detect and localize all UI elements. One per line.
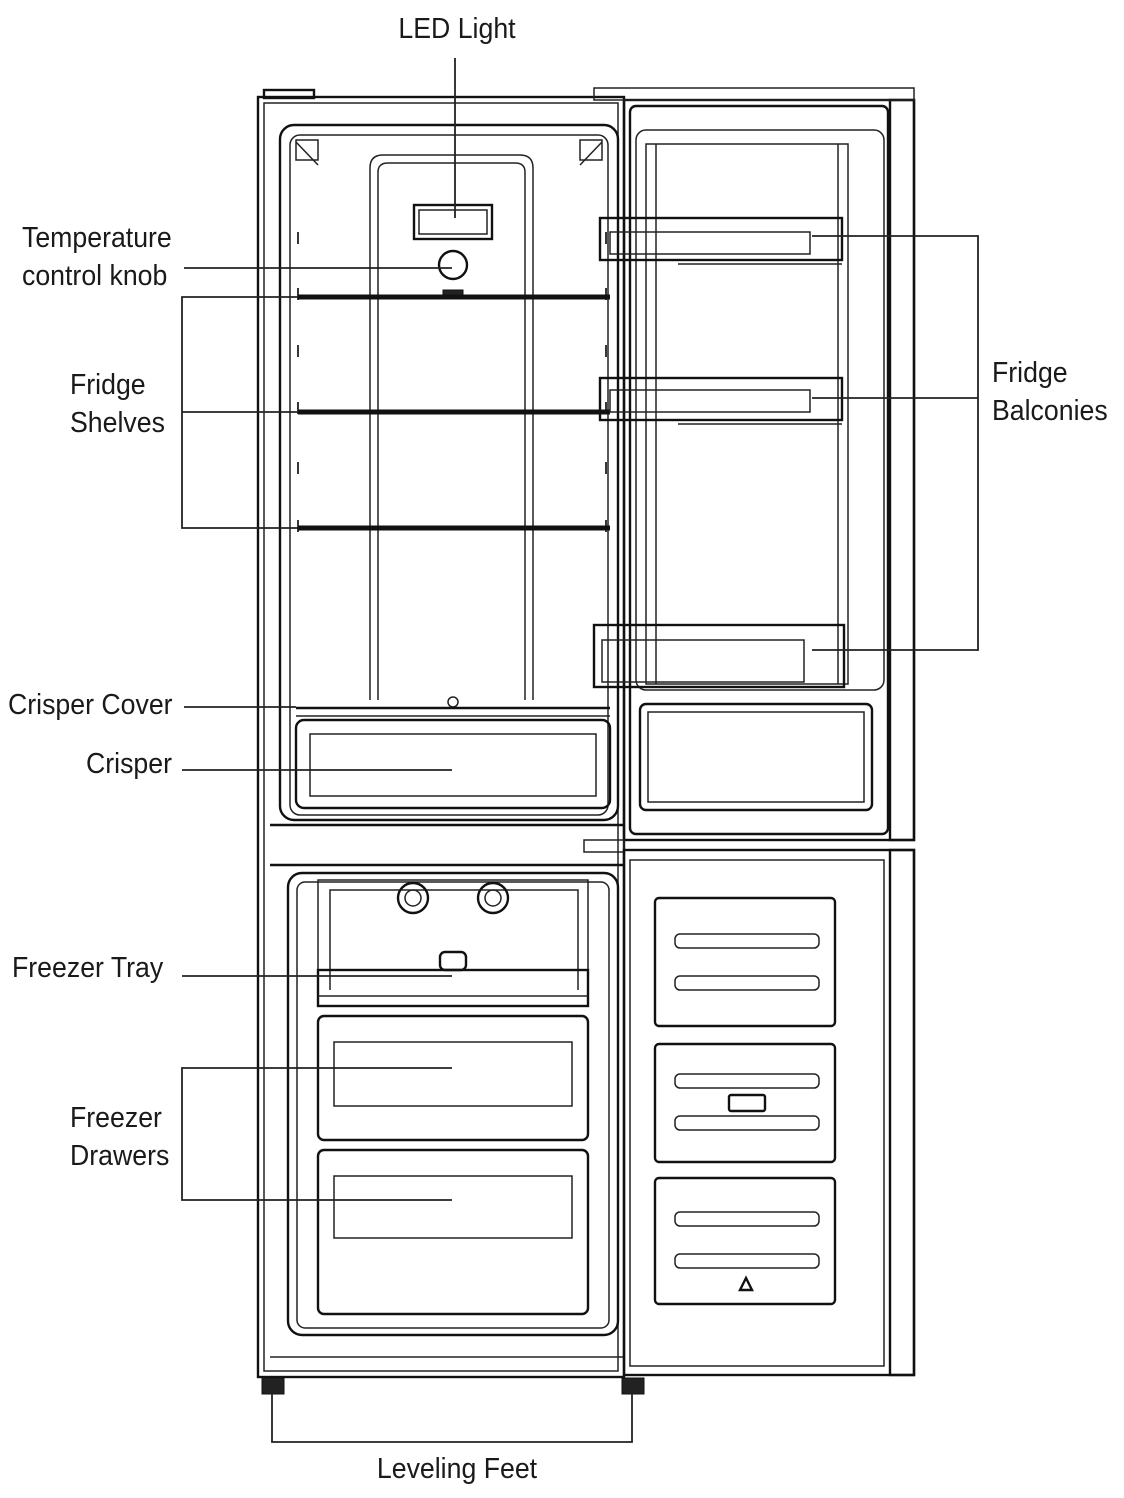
leveling-feet-label-text: Leveling Feet xyxy=(376,1453,538,1485)
fridge-shelves xyxy=(298,294,610,531)
fridge-compartment xyxy=(278,123,620,822)
crisper-cover-label: Crisper Cover xyxy=(8,686,173,724)
led-light-label-text: LED Light xyxy=(398,13,516,45)
led-light-label: LED Light xyxy=(386,10,528,48)
leveling-feet-label: Leveling Feet xyxy=(359,1450,556,1488)
crisper-label: Crisper xyxy=(86,745,172,783)
fridge-balconies-label-line2: Balconies xyxy=(992,395,1108,427)
leader-lines xyxy=(181,58,979,1443)
fridge-door xyxy=(583,87,916,853)
freezer-tray-label-text: Freezer Tray xyxy=(12,952,164,984)
freezer-tray-label: Freezer Tray xyxy=(12,949,163,987)
freezer-drawers-label-line1: Freezer xyxy=(70,1102,162,1134)
leveling-feet-drawing xyxy=(261,1377,645,1395)
freezer-door xyxy=(622,848,916,1377)
temperature-knob-label-line2: control knob xyxy=(22,260,168,292)
fridge-shelves-label-line1: Fridge xyxy=(70,369,146,401)
fridge-shelves-label: Fridge Shelves xyxy=(70,366,165,442)
crisper-assembly xyxy=(294,706,612,810)
freezer-drawers-label-line2: Drawers xyxy=(70,1140,170,1172)
fridge-balconies-label: Fridge Balconies xyxy=(992,354,1108,430)
freezer-drawers-label: Freezer Drawers xyxy=(70,1099,169,1175)
crisper-cover-label-text: Crisper Cover xyxy=(8,689,173,721)
fridge-balconies-label-line1: Fridge xyxy=(992,357,1068,389)
temperature-knob-label-line1: Temperature xyxy=(22,222,172,254)
temperature-control-knob-label: Temperature control knob xyxy=(22,219,172,295)
crisper-label-text: Crisper xyxy=(86,748,172,780)
freezer-compartment xyxy=(286,871,620,1337)
fridge-shelves-label-line2: Shelves xyxy=(70,407,165,439)
